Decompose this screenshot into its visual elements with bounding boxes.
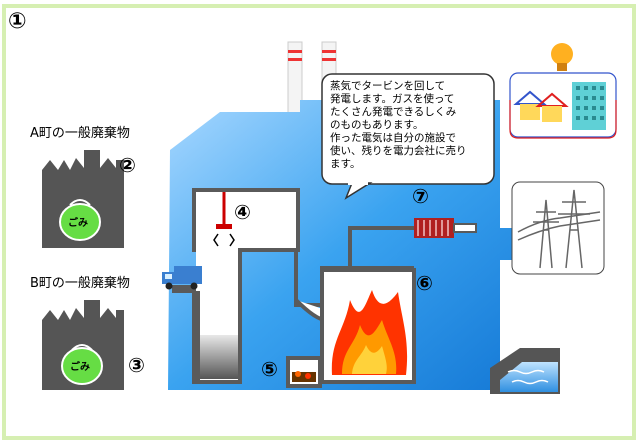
marker-7: ⑦ (412, 184, 429, 208)
callout-line: ます。 (330, 158, 361, 170)
crane-room (196, 190, 296, 250)
callout-line: 発電します。ガスを使って (330, 93, 455, 105)
garbage-truck-icon (162, 266, 202, 290)
marker-4: ④ (234, 200, 251, 224)
garbage-bag-label-b: ごみ (70, 360, 90, 373)
callout-line: 使い、残りを電力会社に売り (330, 145, 467, 157)
light-bulb-icon (551, 43, 573, 71)
callout-line: たくさん発電できるしくみ (330, 106, 457, 118)
callout-line: 作った電気は自分の施設で (330, 132, 456, 144)
callout-bubble (321, 73, 495, 185)
garbage-bag-label-a: ごみ (68, 216, 88, 229)
marker-5: ⑤ (261, 357, 278, 381)
town-a-factory: ごみ (42, 150, 124, 248)
houses-building (509, 72, 617, 139)
crane-claw-icon (213, 192, 235, 247)
town-b-label: B町の一般廃棄物 (30, 275, 130, 291)
panel-number: ① (8, 9, 27, 34)
marker-6: ⑥ (416, 271, 433, 295)
turbine-icon (414, 218, 477, 238)
town-a-label: A町の一般廃棄物 (30, 125, 130, 141)
callout-line: のものもあります。 (330, 119, 424, 131)
power-tower-icon (511, 181, 605, 275)
marker-3: ③ (128, 353, 145, 377)
callout-text: 蒸気でタービンを回して 発電します。ガスを使って たくさん発電できるしくみ のも… (330, 80, 490, 171)
town-b-factory: ごみ (42, 300, 124, 390)
water-tank (490, 348, 560, 394)
callout-line: 蒸気でタービンを回して (330, 80, 446, 92)
diagram-frame (2, 4, 636, 440)
marker-2: ② (119, 153, 136, 177)
